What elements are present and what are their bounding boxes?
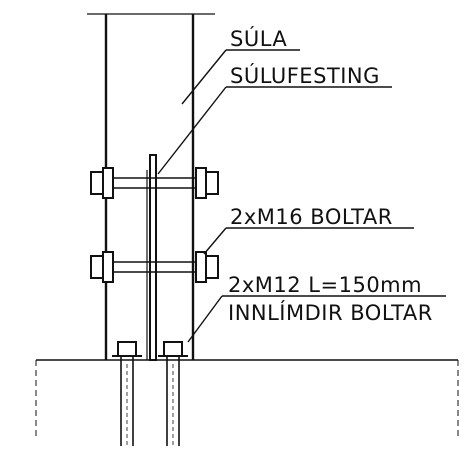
label-sulufesting: SÚLUFESTING [230,63,380,88]
label-innlimdir-boltar: INNLÍMDIR BOLTAR [228,300,433,325]
anchor-bolt-left [112,341,142,446]
anchor-bolt-right [158,341,188,446]
steel-fixing-plate [149,154,157,361]
leader-lines [157,49,446,343]
label-sula: SÚLA [230,26,287,51]
concrete-foundation [35,359,459,440]
upper-bolt [90,167,219,199]
lower-bolt [90,251,219,283]
label-boltar-m16: 2xM16 BOLTAR [230,205,393,229]
label-boltar-m12: 2xM12 L=150mm [228,273,422,297]
